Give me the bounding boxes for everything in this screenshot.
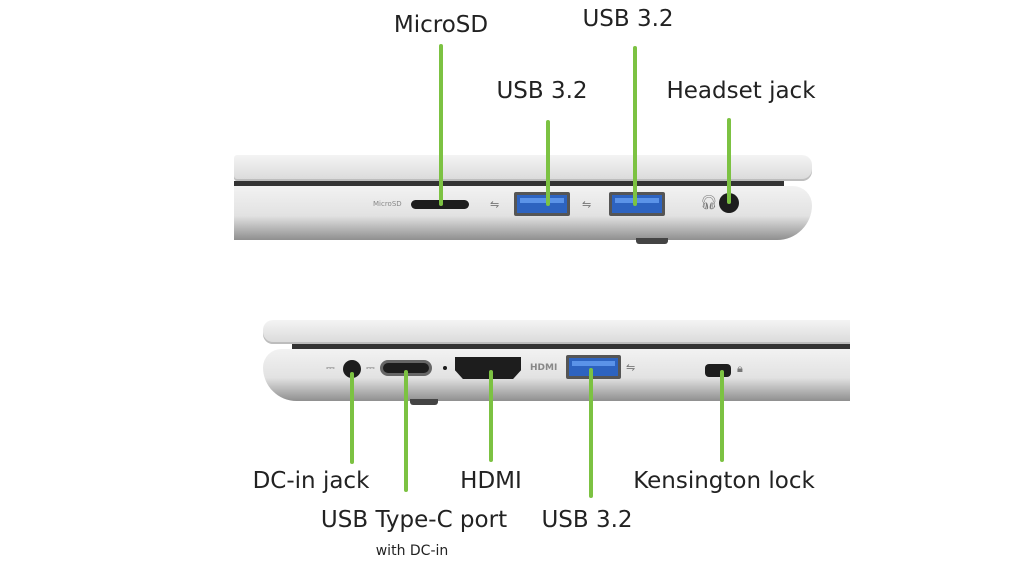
rubber-foot bbox=[636, 238, 668, 244]
label-microsd: MicroSD bbox=[393, 12, 489, 38]
label-usb-3-2: USB 3.2 bbox=[541, 507, 633, 533]
callout-line bbox=[633, 46, 637, 206]
label-usb-type-c: USB Type-C port bbox=[320, 507, 508, 533]
callout-line bbox=[727, 118, 731, 204]
callout-line bbox=[589, 368, 593, 498]
dc-in-jack bbox=[343, 360, 361, 378]
label-usb-3-2: USB 3.2 bbox=[496, 78, 588, 104]
laptop-base bbox=[263, 349, 850, 401]
hdmi-port bbox=[455, 357, 521, 379]
label-kensington-lock: Kensington lock bbox=[633, 468, 815, 494]
usb-a-port bbox=[566, 355, 621, 379]
usb-icon: ⇋ bbox=[490, 198, 500, 211]
usb-icon: ⇋ bbox=[582, 198, 592, 211]
dc-icon: ⎓ bbox=[366, 361, 375, 374]
callout-line bbox=[546, 120, 550, 206]
callout-line bbox=[720, 370, 724, 462]
headset-icon: 🎧︎ bbox=[700, 195, 718, 211]
usb-icon: ⇋ bbox=[626, 361, 636, 374]
callout-line bbox=[404, 370, 408, 492]
lock-icon: 🔒︎ bbox=[737, 362, 743, 375]
laptop-lid bbox=[263, 320, 850, 344]
label-hdmi: HDMI bbox=[460, 468, 522, 494]
kensington-slot bbox=[705, 364, 731, 377]
label-headset-jack: Headset jack bbox=[666, 78, 816, 104]
callout-line bbox=[439, 44, 443, 206]
rubber-foot bbox=[410, 399, 438, 405]
callout-line bbox=[350, 372, 354, 464]
hinge-gap bbox=[234, 181, 784, 186]
hdmi-engraving: HDMI bbox=[530, 363, 558, 373]
usb-a-port bbox=[514, 192, 570, 216]
label-usb-type-c-sub: with DC-in bbox=[375, 543, 449, 559]
led-indicator bbox=[443, 366, 447, 370]
laptop-lid bbox=[234, 155, 812, 181]
microsd-engraving: MicroSD bbox=[373, 200, 402, 208]
dc-icon: ⎓ bbox=[326, 361, 335, 374]
hinge-gap bbox=[292, 344, 850, 349]
usb-a-port bbox=[609, 192, 665, 216]
label-usb-3-2: USB 3.2 bbox=[582, 6, 674, 32]
callout-line bbox=[489, 370, 493, 462]
label-dc-in-jack: DC-in jack bbox=[252, 468, 370, 494]
